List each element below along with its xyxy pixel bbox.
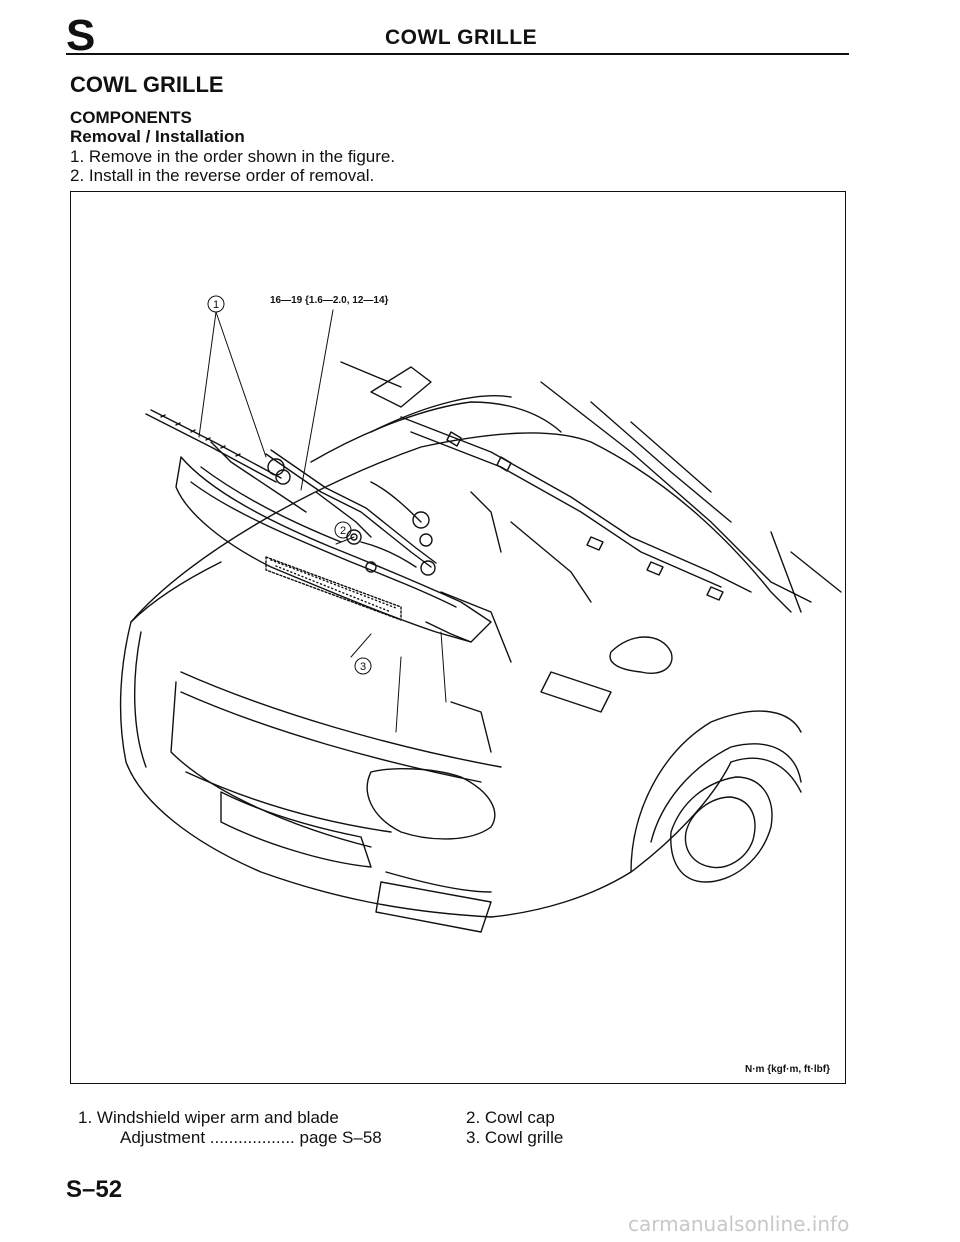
legend-item-1-reference: Adjustment .................. page S–58: [120, 1128, 382, 1147]
legend-item-1: 1. Windshield wiper arm and blade: [78, 1108, 339, 1127]
legend-item-3: 3. Cowl grille: [466, 1128, 564, 1147]
torque-spec: 16—19 {1.6—2.0, 12—14}: [270, 295, 389, 306]
step-1: 1. Remove in the order shown in the figu…: [70, 147, 396, 166]
watermark: carmanualsonline.info: [628, 1212, 850, 1236]
procedure-steps: 1. Remove in the order shown in the figu…: [70, 147, 395, 185]
car-body-outline: [119, 432, 802, 933]
callout-2: 2: [340, 525, 346, 537]
section-heading: COWL GRILLE: [70, 72, 224, 97]
callout-1: 1: [213, 299, 219, 311]
cowl-grille-illustration: 1 2 3: [119, 295, 842, 933]
step-2: 2. Install in the reverse order of remov…: [70, 166, 375, 185]
callout-markers: [207, 295, 372, 675]
units-note: N·m {kgf·m, ft·lbf}: [745, 1064, 830, 1075]
components-subheading: COMPONENTS: [70, 108, 192, 127]
leader-lines: [198, 309, 447, 733]
callout-3: 3: [360, 661, 366, 673]
page-number: S–52: [66, 1176, 123, 1203]
engine-bay-outline: [310, 361, 842, 753]
legend-item-2: 2. Cowl cap: [466, 1108, 555, 1127]
cowl-caps: [267, 458, 433, 573]
procedure-title: Removal / Installation: [70, 127, 245, 146]
cowl-grille: [175, 456, 492, 643]
header-rule: [66, 53, 849, 55]
legend-left: 1. Windshield wiper arm and blade Adjust…: [78, 1108, 382, 1148]
wiper-arm-and-blade: [145, 409, 437, 576]
page-header-title: COWL GRILLE: [385, 26, 538, 49]
components-figure: 1 2 3: [70, 191, 846, 1084]
section-letter: S: [66, 11, 96, 60]
legend-right: 2. Cowl cap 3. Cowl grille: [466, 1108, 563, 1148]
